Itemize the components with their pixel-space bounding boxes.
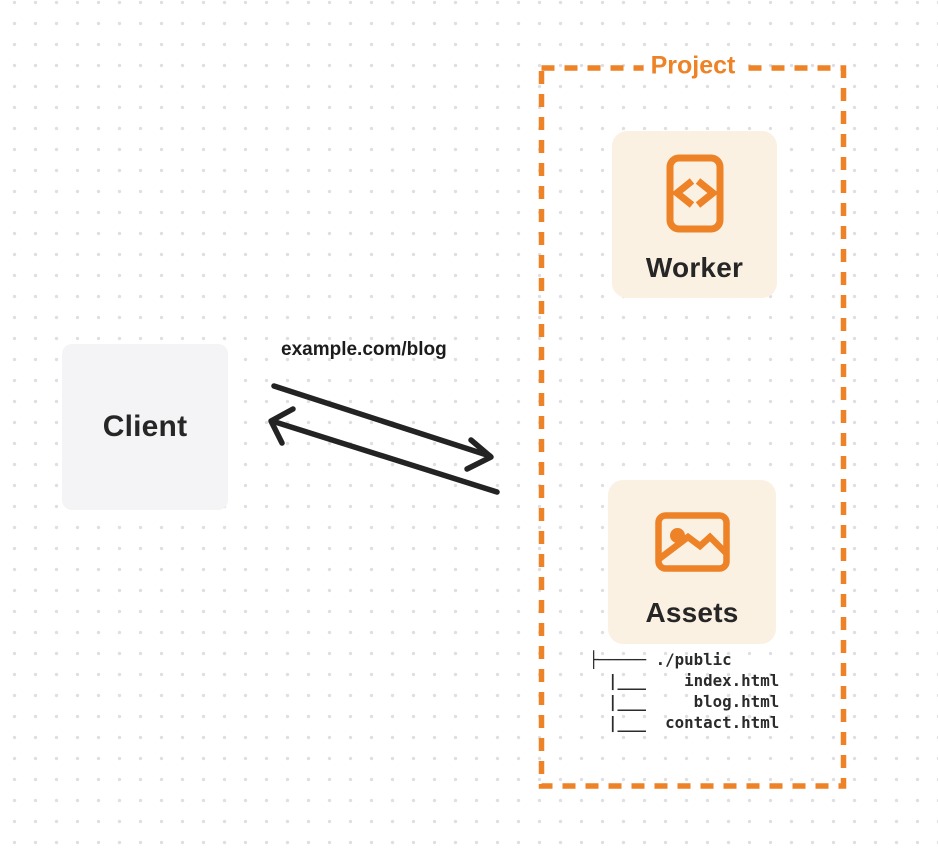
- client-box: Client: [62, 344, 228, 510]
- request-arrow-icon: [271, 383, 494, 472]
- assets-card: Assets: [608, 480, 776, 644]
- code-document-icon: [666, 154, 724, 233]
- file-tree-line: ├───── ./public: [589, 650, 732, 669]
- assets-file-tree: ├───── ./public |___ index.html |___ blo…: [589, 649, 779, 733]
- file-tree-line: |___ index.html: [589, 671, 780, 690]
- assets-label: Assets: [645, 597, 739, 628]
- response-arrow-icon: [268, 406, 500, 495]
- worker-card: Worker: [612, 131, 777, 298]
- worker-label: Worker: [645, 252, 744, 283]
- project-group-label: Project: [643, 51, 743, 81]
- file-tree-line: |___ blog.html: [589, 692, 780, 711]
- file-tree-line: |___ contact.html: [589, 713, 780, 732]
- image-icon: [654, 512, 730, 572]
- request-url-label: example.com/blog: [281, 339, 447, 360]
- client-label: Client: [102, 410, 188, 443]
